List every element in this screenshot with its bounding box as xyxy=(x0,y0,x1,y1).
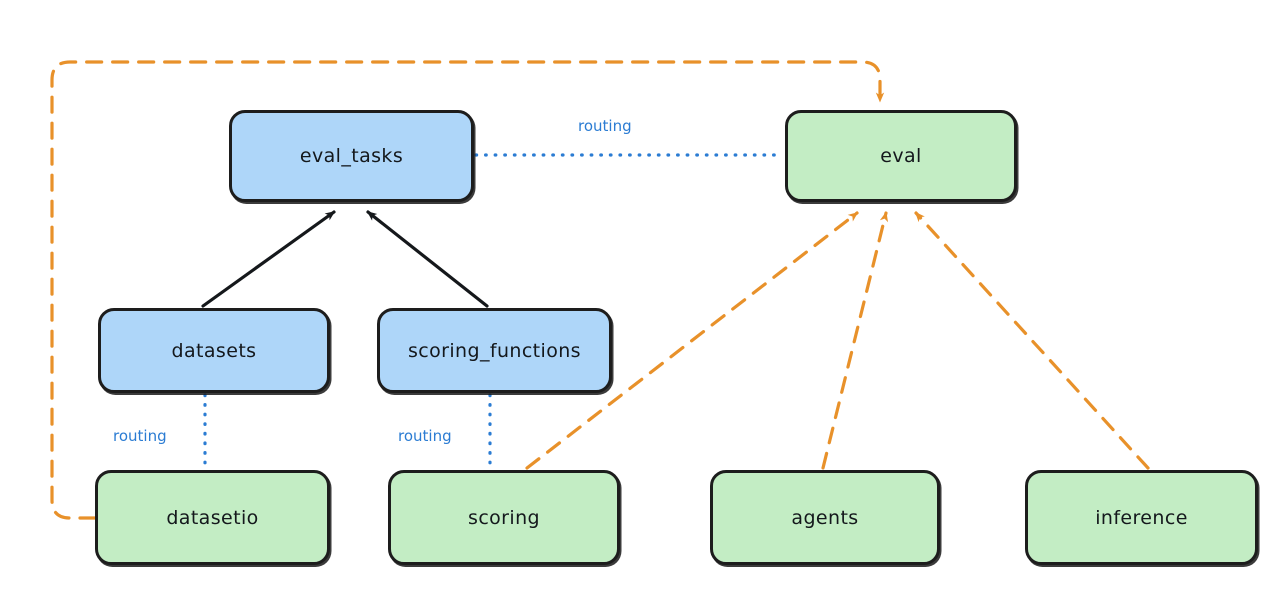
node-label: datasetio xyxy=(166,506,259,529)
node-scoring[interactable]: scoring xyxy=(388,470,620,565)
node-agents[interactable]: agents xyxy=(710,470,940,565)
node-datasets[interactable]: datasets xyxy=(98,308,330,393)
node-label: scoring xyxy=(468,506,540,529)
node-eval-tasks[interactable]: eval_tasks xyxy=(229,110,474,202)
edge-datasets-to-eval-tasks xyxy=(201,210,336,308)
node-inference[interactable]: inference xyxy=(1025,470,1258,565)
node-label: inference xyxy=(1095,506,1188,529)
node-datasetio[interactable]: datasetio xyxy=(95,470,330,565)
node-eval[interactable]: eval xyxy=(785,110,1017,202)
node-label: datasets xyxy=(171,339,257,362)
edge-scoring-functions-to-eval-tasks xyxy=(366,210,489,308)
node-label: eval xyxy=(880,145,922,167)
edge-label-routing-eval-tasks: routing xyxy=(578,117,632,135)
edge-inference-to-eval xyxy=(914,211,1150,470)
edge-agents-to-eval xyxy=(821,211,889,470)
edge-label-routing-datasets: routing xyxy=(113,427,167,445)
node-label: scoring_functions xyxy=(408,339,581,362)
edge-label-routing-scoring-functions: routing xyxy=(398,427,452,445)
node-label: eval_tasks xyxy=(299,145,404,167)
node-scoring-functions[interactable]: scoring_functions xyxy=(377,308,612,393)
node-label: agents xyxy=(791,506,859,529)
